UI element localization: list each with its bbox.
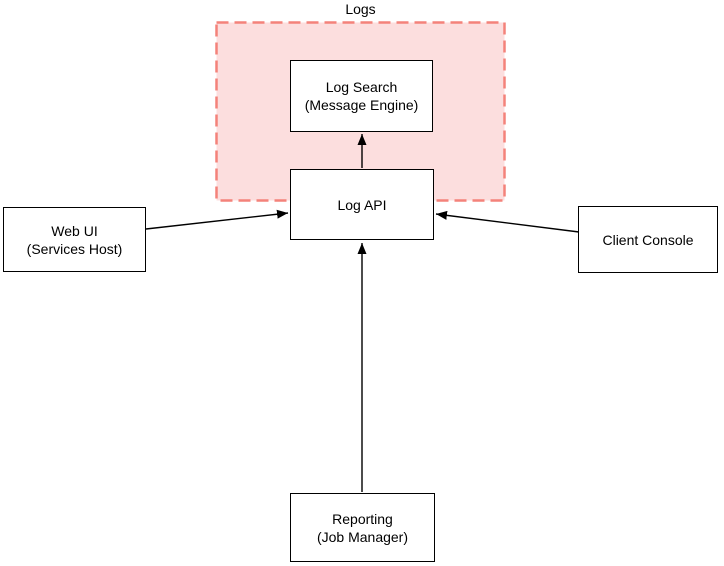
edge-client-console-to-log-api [435,210,580,233]
node-log-api-label: Log API [337,196,387,213]
node-log-api: Log API [290,169,434,240]
node-reporting: Reporting (Job Manager) [290,493,435,562]
node-client-console-label: Client Console [602,231,694,248]
node-log-search: Log Search (Message Engine) [290,60,433,132]
node-client-console: Client Console [578,206,718,273]
node-web-ui: Web UI (Services Host) [3,207,146,272]
node-log-search-label: Log Search (Message Engine) [304,79,419,113]
logs-group-label: Logs [345,1,376,17]
node-reporting-label: Reporting (Job Manager) [316,510,409,545]
edge-web-ui-to-log-api [145,209,289,230]
node-web-ui-label: Web UI (Services Host) [26,222,123,257]
